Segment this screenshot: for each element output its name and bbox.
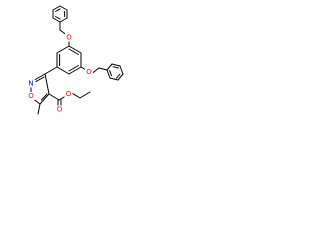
bond — [33, 99, 41, 105]
double-bond-inner — [35, 76, 45, 83]
bond — [48, 93, 60, 101]
bond — [68, 45, 82, 54]
ester-carbonyl-oxygen: O — [57, 106, 63, 114]
ester-ether-oxygen: O — [66, 90, 72, 98]
double-bond-inner — [55, 8, 61, 12]
upper-ether-oxygen: O — [66, 34, 72, 42]
bond — [44, 73, 50, 95]
isoxazole-ring — [30, 73, 50, 105]
atom-labels: O O N O O O — [27, 33, 93, 114]
ethyl-ester-group — [48, 91, 91, 107]
double-bond-inner — [109, 70, 112, 77]
bond — [58, 96, 65, 101]
double-bond-inner — [55, 16, 61, 20]
bond — [117, 73, 124, 81]
bond — [111, 63, 121, 67]
bond — [72, 92, 81, 99]
bond — [44, 66, 58, 75]
ring-oxygen: O — [28, 92, 34, 100]
bond — [98, 67, 108, 71]
bond — [59, 17, 68, 23]
bond — [79, 91, 91, 99]
double-bond-inner — [112, 66, 119, 69]
bond — [52, 17, 61, 23]
methyl-bond — [37, 103, 41, 115]
bond — [109, 77, 119, 81]
bond — [39, 93, 50, 105]
bond — [56, 45, 70, 54]
bond — [59, 5, 68, 11]
double-bond-inner — [116, 73, 121, 79]
central-benzene-ring — [56, 45, 82, 75]
molecule-canvas: O O N O O O — [0, 0, 152, 152]
bond — [52, 5, 61, 11]
double-bond-inner — [68, 48, 79, 55]
double-bond-inner — [41, 93, 48, 101]
ring-nitrogen: N — [28, 80, 33, 88]
bond — [56, 66, 70, 75]
lower-ether-oxygen: O — [86, 68, 92, 76]
upper-benzyl-ring — [52, 5, 68, 23]
bond — [91, 67, 100, 74]
structure-diagram: O O N O O O — [27, 5, 124, 115]
bond — [106, 69, 111, 79]
bond — [68, 66, 82, 75]
double-bond-inner — [68, 65, 79, 72]
bond — [106, 63, 113, 71]
lower-benzyl-ring — [106, 63, 124, 81]
bond — [34, 73, 46, 81]
bond — [119, 65, 124, 75]
